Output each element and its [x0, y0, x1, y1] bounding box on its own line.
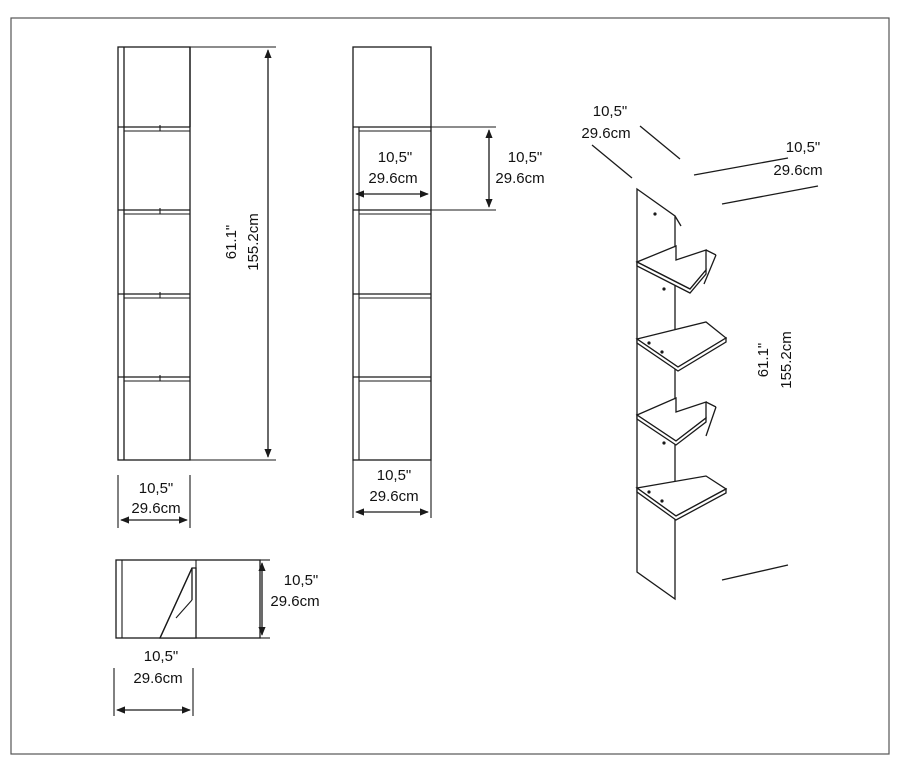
width-dimension-top: 10,5" 29.6cm	[113, 648, 194, 716]
height-in-label-front: 61.1"	[223, 225, 240, 260]
height-cm-label-front: 155.2cm	[245, 213, 262, 271]
depth-in-label-top: 10,5"	[284, 572, 319, 589]
persp-depth-cm-label: 29.6cm	[773, 162, 822, 179]
width-dimension-side: 10,5" 29.6cm	[352, 460, 432, 518]
perspective-shelf-2	[635, 321, 728, 372]
depth-cm-label-top: 29.6cm	[270, 593, 319, 610]
persp-width-in-label: 10,5"	[593, 103, 628, 120]
width-in-label-side: 10,5"	[377, 467, 412, 484]
perspective-dimensions: 10,5" 29.6cm 10,5" 29.6cm 61.1" 155.2cm	[581, 103, 823, 581]
drawing-frame	[10, 17, 890, 755]
perspective-shelf-4	[635, 475, 728, 521]
shelf-depth-dimension-side: 10,5" 29.6cm	[355, 149, 429, 198]
width-in-label-top: 10,5"	[144, 648, 179, 665]
width-cm-label-top: 29.6cm	[133, 670, 182, 687]
persp-height-cm-label: 155.2cm	[778, 331, 795, 389]
front-view	[117, 46, 197, 461]
height-dimension-front: 61.1" 155.2cm	[190, 46, 276, 461]
perspective-shelf-3	[635, 397, 717, 446]
side-view	[352, 46, 432, 461]
spacing-in-label: 10,5"	[508, 149, 543, 166]
spacing-cm-label: 29.6cm	[495, 170, 544, 187]
persp-height-in-label: 61.1"	[755, 343, 772, 378]
perspective-view	[635, 187, 728, 601]
persp-width-cm-label: 29.6cm	[581, 125, 630, 142]
persp-depth-in-label: 10,5"	[786, 139, 821, 156]
width-dimension-front: 10,5" 29.6cm	[117, 475, 191, 528]
width-in-label-front: 10,5"	[139, 480, 174, 497]
depth-dimension-top: 10,5" 29.6cm	[258, 559, 320, 639]
shelf-depth-in-label: 10,5"	[378, 149, 413, 166]
width-cm-label-front: 29.6cm	[131, 500, 180, 517]
shelf-spacing-dimension: 10,5" 29.6cm	[431, 126, 545, 211]
shelf-depth-cm-label: 29.6cm	[368, 170, 417, 187]
top-view	[115, 559, 261, 639]
width-cm-label-side: 29.6cm	[369, 488, 418, 505]
perspective-shelf-1	[635, 245, 717, 294]
